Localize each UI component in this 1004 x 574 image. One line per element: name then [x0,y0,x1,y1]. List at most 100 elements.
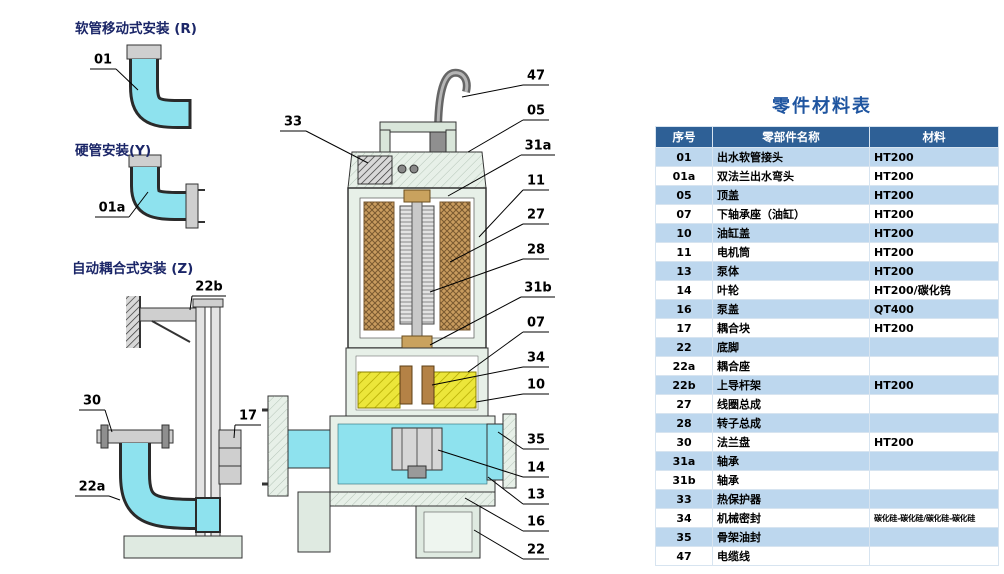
table-header-row: 序号 零部件名称 材料 [655,126,999,148]
cell-no: 28 [655,413,713,433]
cell-material: HT200 [869,223,999,243]
handle [379,121,457,133]
cell-material [869,527,999,547]
cell-material: HT200 [869,185,999,205]
cell-name: 电机筒 [712,242,870,262]
cell-name: 轴承 [712,470,870,490]
coupling-elbow [122,443,201,527]
cell-name: 底脚 [712,337,870,357]
upper-bearing [403,189,431,203]
mechanical-seal [399,365,413,405]
install-title-auto-coupling: 自动耦合式安装 (Z) [72,261,194,277]
callout-10: 10 [526,377,546,393]
cell-material [869,337,999,357]
callout-47: 47 [526,68,546,84]
cell-no: 11 [655,242,713,262]
cell-name: 线圈总成 [712,394,870,414]
header-no: 序号 [655,126,713,148]
callout-30: 30 [82,393,102,409]
cell-name: 耦合块 [712,318,870,338]
callout-07: 07 [526,315,546,331]
stator-coil [363,201,395,331]
cell-name: 机械密封 [712,508,870,528]
cell-material: HT200 [869,261,999,281]
cell-name: 泵体 [712,261,870,281]
cell-name: 电缆线 [712,546,870,566]
callout-01a: 01a [98,200,126,216]
cell-no: 10 [655,223,713,243]
callout-27: 27 [526,207,546,223]
cell-material [869,489,999,509]
cell-no: 30 [655,432,713,452]
coupling-base [123,535,243,559]
cell-name: 下轴承座（油缸） [712,204,870,224]
cell-name: 法兰盘 [712,432,870,452]
cell-no: 22 [655,337,713,357]
callout-16: 16 [526,514,546,530]
hard-pipe-elbow-drawing [128,154,205,229]
soft-hose-elbow-drawing [126,44,192,129]
cell-material: HT200 [869,147,999,167]
cell-name: 热保护器 [712,489,870,509]
parts-table-title: 零件材料表 [772,96,872,117]
coupling-block [218,429,242,485]
callout-33: 33 [283,114,303,130]
cell-material [869,451,999,471]
cell-no: 34 [655,508,713,528]
cell-material: HT200 [869,432,999,452]
cell-no: 22a [655,356,713,376]
impeller-nut [407,465,427,479]
cell-name: 双法兰出水弯头 [712,166,870,186]
cell-no: 13 [655,261,713,281]
cell-material: HT200 [869,375,999,395]
install-title-hard-pipe: 硬管安装(Y) [75,143,152,159]
cell-name: 出水软管接头 [712,147,870,167]
cell-material: HT200/碳化钨 [869,280,999,300]
callout-17: 17 [238,408,258,424]
cell-no: 22b [655,375,713,395]
cell-no: 07 [655,204,713,224]
cell-no: 01a [655,166,713,186]
callout-31a: 31a [524,138,552,154]
cell-material: QT400 [869,299,999,319]
cell-material: HT200 [869,204,999,224]
cell-material: HT200 [869,318,999,338]
cell-no: 31b [655,470,713,490]
cell-material [869,413,999,433]
cell-name: 顶盖 [712,185,870,205]
cell-material [869,394,999,414]
callout-22: 22 [526,542,546,558]
callout-13: 13 [526,487,546,503]
cell-name: 上导杆架 [712,375,870,395]
cell-material: HT200 [869,166,999,186]
cell-material: 碳化硅-碳化硅/碳化硅-碳化硅 [869,508,999,528]
cell-no: 31a [655,451,713,471]
cell-material: HT200 [869,242,999,262]
cell-no: 01 [655,147,713,167]
oil-fill [357,371,401,409]
cell-no: 35 [655,527,713,547]
base-leg [297,491,331,553]
callout-22b: 22b [195,279,223,295]
cell-name: 油缸盖 [712,223,870,243]
callout-11: 11 [526,173,546,189]
